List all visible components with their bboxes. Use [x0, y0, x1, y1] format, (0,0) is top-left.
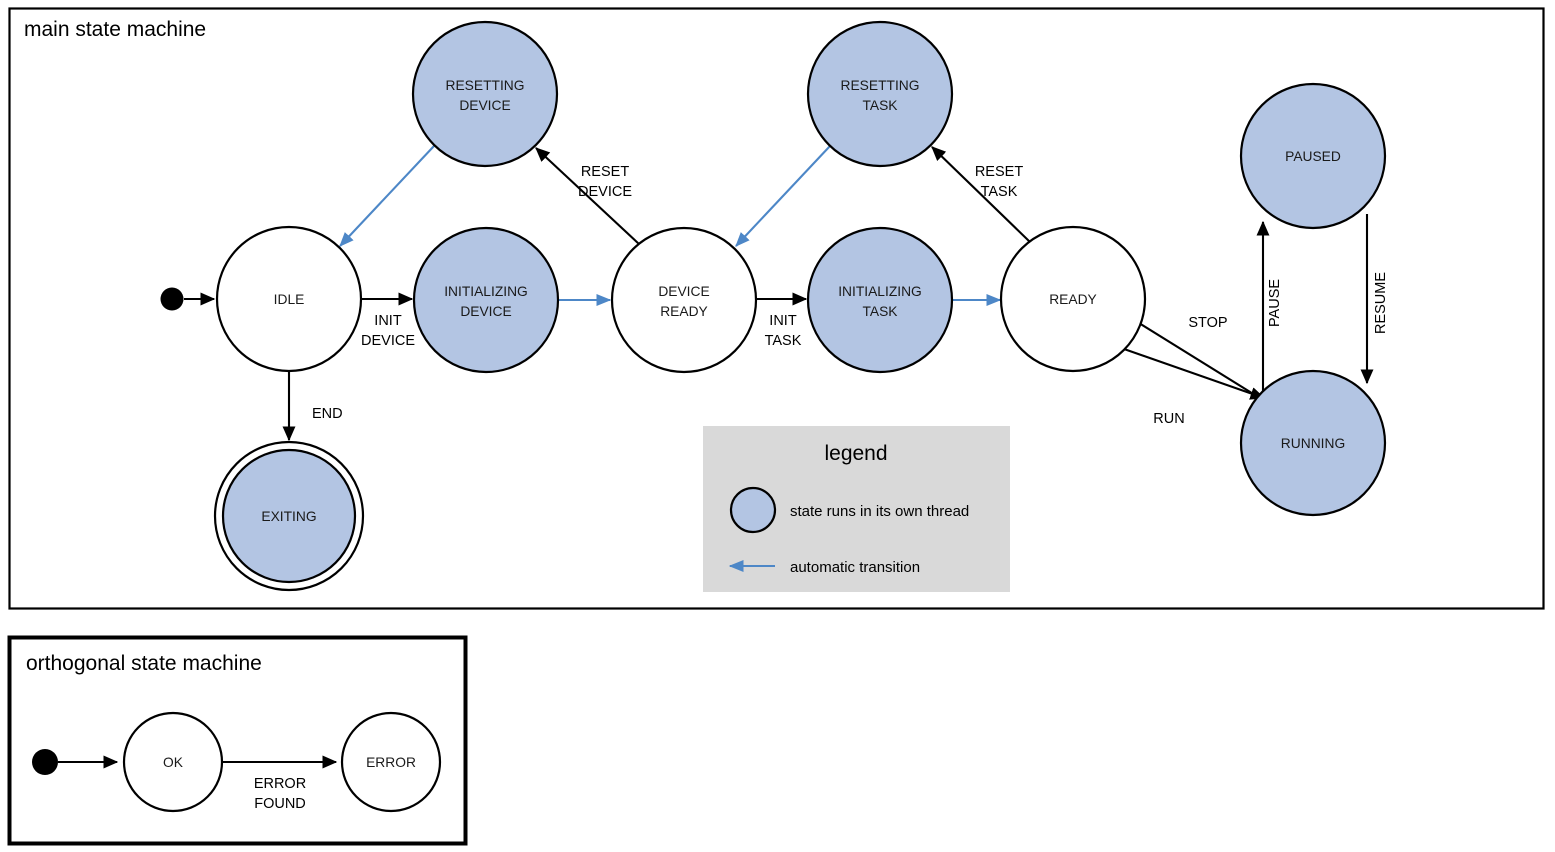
transition-label-reset-device-line2: DEVICE — [578, 184, 632, 200]
transition-label-init-task-line1: INIT — [769, 313, 797, 329]
transition-label-resume: RESUME — [1373, 272, 1389, 334]
transition-label-error-found-line1: ERROR — [254, 776, 306, 792]
transition-label-reset-task-line2: TASK — [981, 184, 1018, 200]
orthogonal-frame-border — [7, 635, 468, 846]
edge-auto-idle — [339, 145, 435, 247]
state-label-resetting-task-line1: RESETTING — [841, 78, 920, 93]
transition-label-end: END — [312, 406, 343, 422]
state-label-resetting-device-line2: DEVICE — [459, 98, 510, 113]
transition-label-init-device-line1: INIT — [374, 313, 402, 329]
legend-item-automatic-transition-label: automatic transition — [790, 559, 920, 576]
transition-label-init-device-line2: DEVICE — [361, 333, 415, 349]
state-label-ready: READY — [1049, 292, 1097, 307]
orthogonal-frame-title: orthogonal state machine — [26, 652, 262, 675]
legend: legend state runs in its own thread auto… — [703, 426, 1010, 592]
state-node-idle[interactable]: IDLE — [215, 225, 363, 373]
transition-label-run: RUN — [1153, 411, 1184, 427]
edge-reset-task — [931, 146, 1031, 243]
state-label-resetting-task-line2: TASK — [862, 98, 898, 113]
state-label-running: RUNNING — [1281, 436, 1345, 451]
state-node-initializing-task[interactable]: INITIALIZING TASK — [806, 226, 954, 374]
state-label-resetting-device-line1: RESETTING — [446, 78, 525, 93]
legend-item-thread-state: state runs in its own thread — [729, 486, 969, 534]
state-node-resetting-device[interactable]: RESETTING DEVICE — [411, 20, 559, 168]
legend-item-thread-state-label: state runs in its own thread — [790, 503, 969, 520]
edge-stop — [1125, 314, 1256, 396]
state-node-resetting-task[interactable]: RESETTING TASK — [806, 20, 954, 168]
initial-state-marker — [160, 287, 184, 311]
edge-reset-device — [535, 147, 640, 245]
transition-label-init-task-line2: TASK — [765, 333, 802, 349]
state-node-ready[interactable]: READY — [999, 225, 1147, 373]
main-frame-border — [8, 7, 1545, 610]
legend-title: legend — [824, 442, 887, 465]
state-node-paused[interactable]: PAUSED — [1239, 82, 1387, 230]
state-node-exiting[interactable]: EXITING — [213, 440, 365, 592]
main-frame-title: main state machine — [24, 18, 206, 41]
transition-label-reset-device-line1: RESET — [581, 164, 629, 180]
transition-label-error-found-line2: FOUND — [254, 796, 306, 812]
state-node-initializing-device[interactable]: INITIALIZING DEVICE — [412, 226, 560, 374]
state-node-running[interactable]: RUNNING — [1239, 369, 1387, 517]
state-label-idle: IDLE — [274, 292, 305, 307]
state-label-exiting: EXITING — [261, 509, 316, 524]
state-label-initializing-task-line2: TASK — [862, 304, 898, 319]
state-label-paused: PAUSED — [1285, 149, 1341, 164]
state-label-ok: OK — [163, 755, 184, 770]
state-node-device-ready[interactable]: DEVICE READY — [610, 226, 758, 374]
orthogonal-initial-state-marker — [32, 749, 58, 775]
edge-run — [1123, 348, 1266, 400]
edge-auto-device-ready-2 — [735, 145, 831, 247]
thread-state-swatch-icon — [729, 486, 777, 534]
state-label-initializing-device-line2: DEVICE — [460, 304, 511, 319]
state-label-initializing-task-line1: INITIALIZING — [838, 284, 922, 299]
state-label-device-ready-line2: READY — [660, 304, 708, 319]
transition-label-stop: STOP — [1188, 315, 1227, 331]
transition-label-pause: PAUSE — [1267, 279, 1283, 327]
transition-label-reset-task-line1: RESET — [975, 164, 1023, 180]
state-label-error: ERROR — [366, 755, 416, 770]
state-label-device-ready-line1: DEVICE — [658, 284, 709, 299]
state-label-initializing-device-line1: INITIALIZING — [444, 284, 528, 299]
state-node-ok[interactable]: OK — [122, 711, 224, 813]
legend-item-automatic-transition: automatic transition — [728, 559, 920, 576]
state-node-error[interactable]: ERROR — [340, 711, 442, 813]
